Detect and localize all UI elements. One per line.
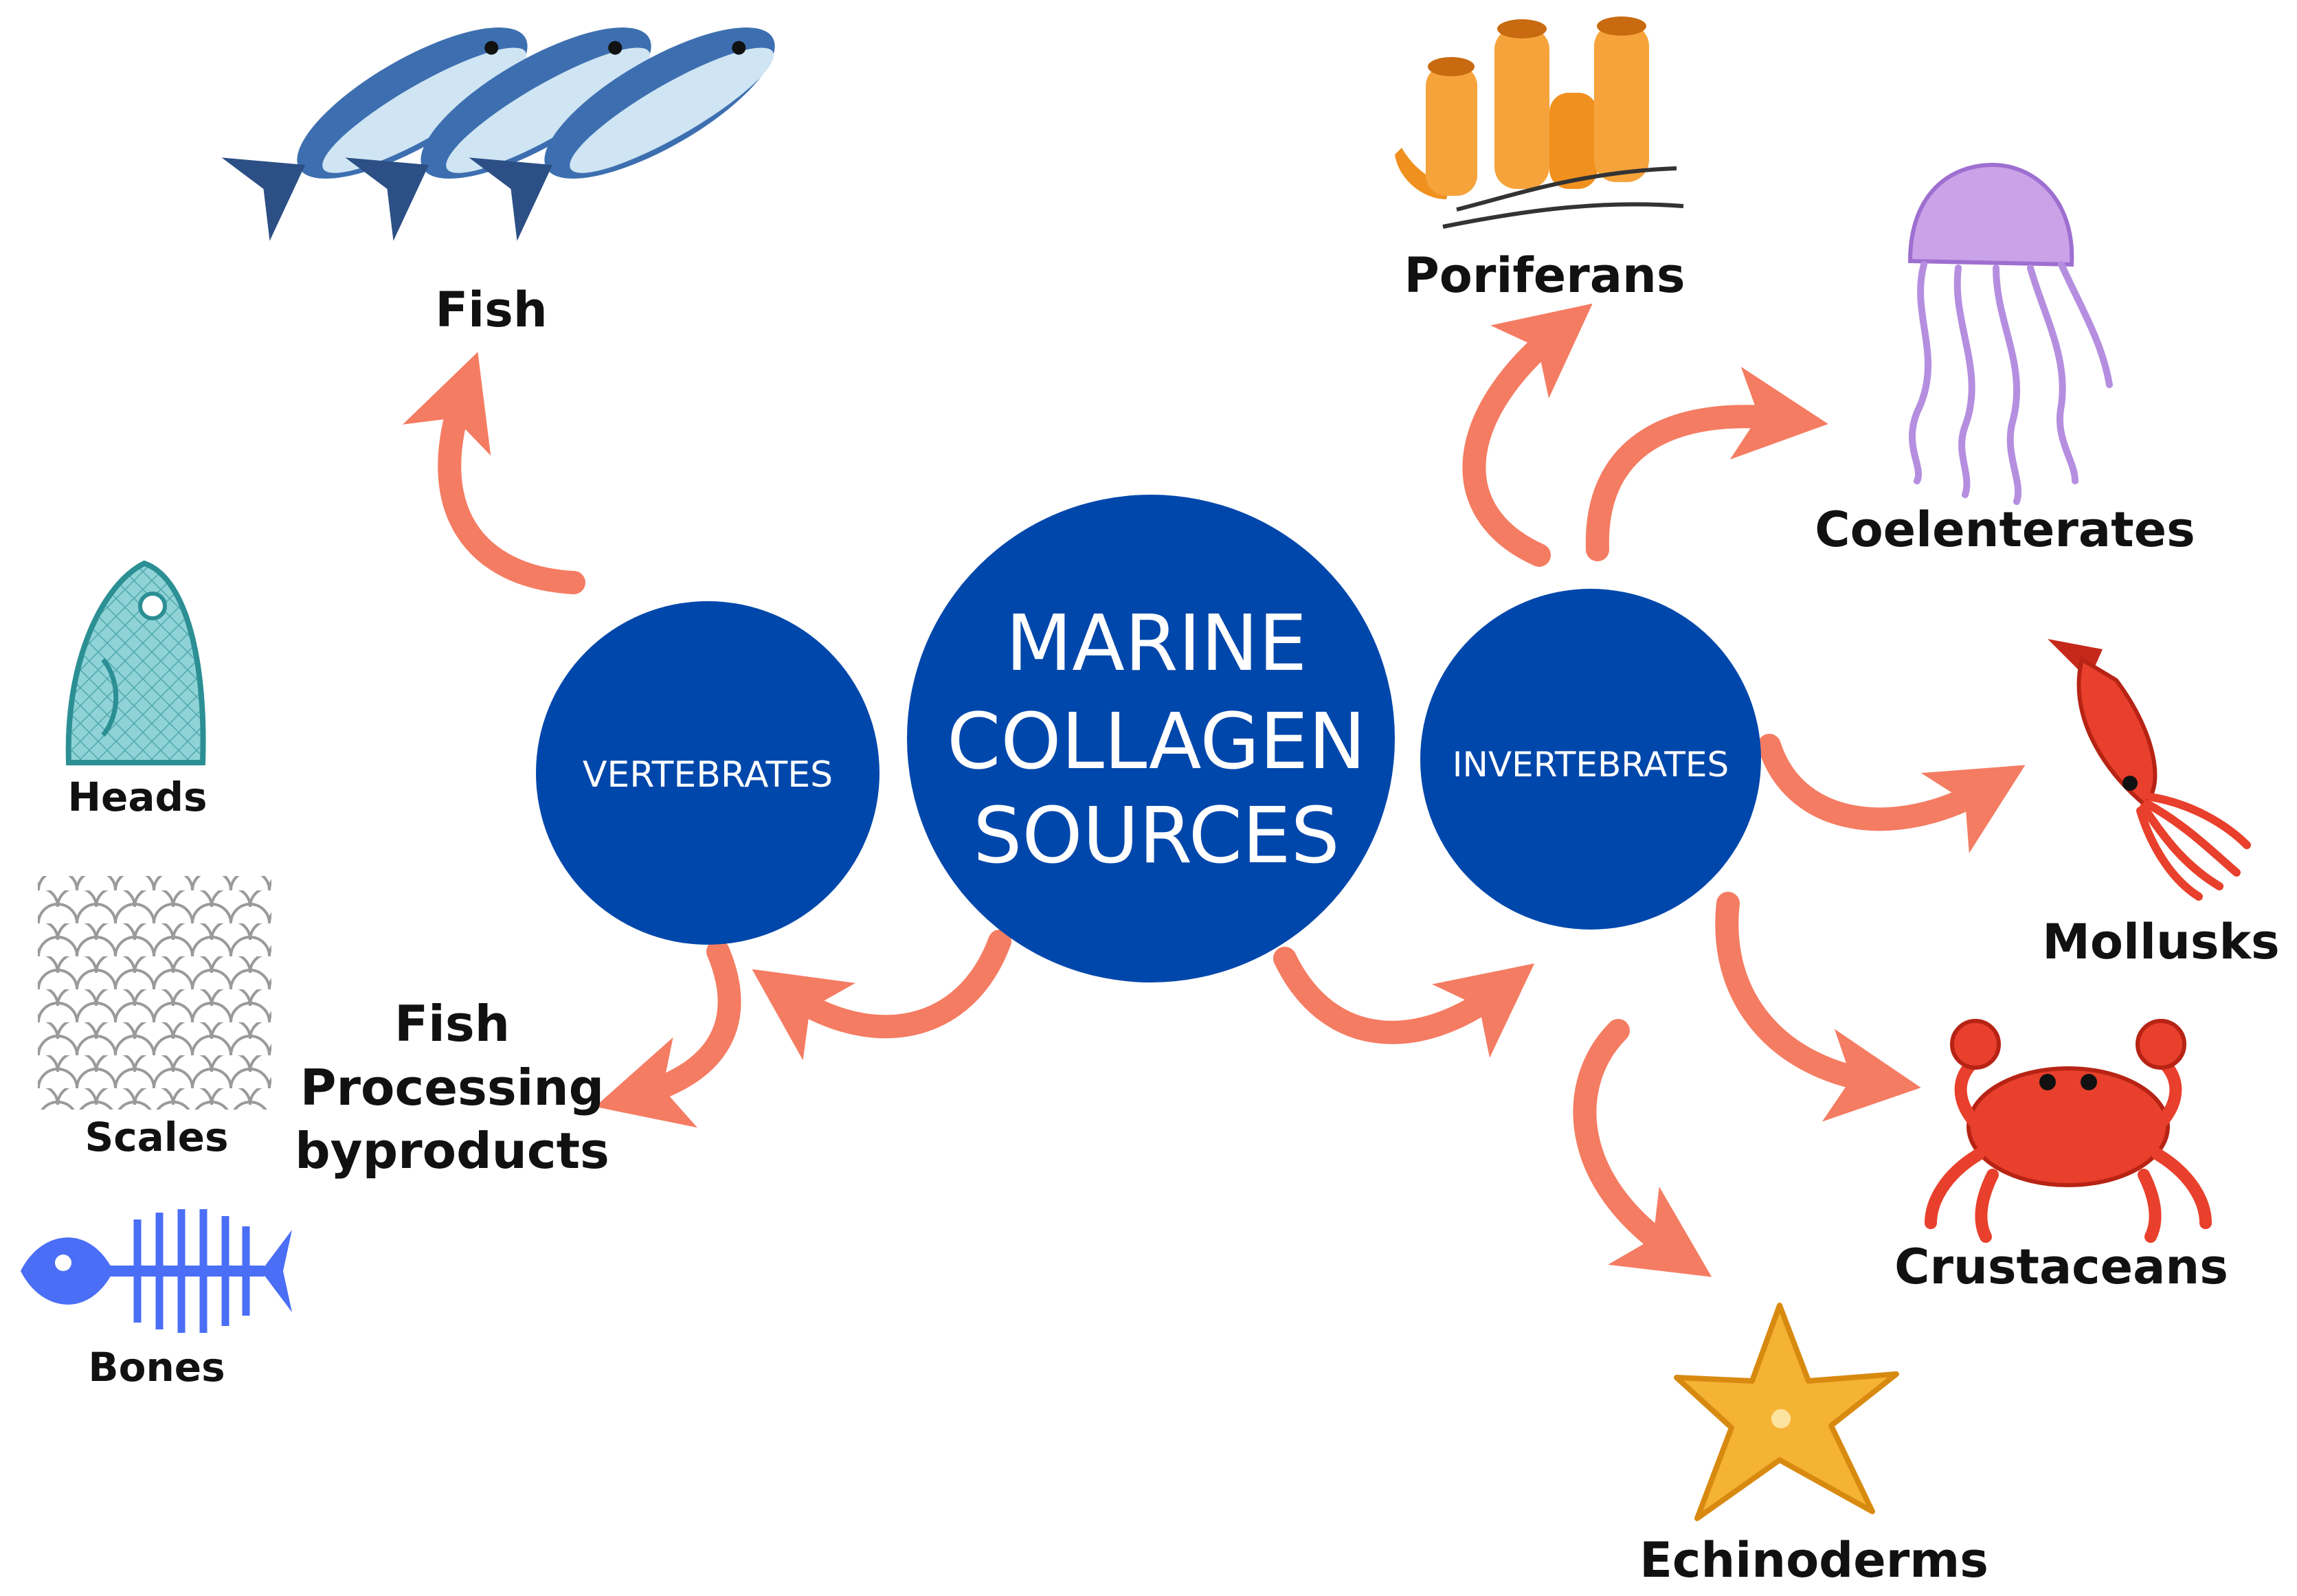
arrow-to-poriferans	[1462, 303, 1593, 567]
invertebrates-label: INVERTEBRATES	[1453, 745, 1729, 785]
center-title-line1: MARINE	[1006, 599, 1308, 688]
byproducts-line3: byproducts	[295, 1122, 609, 1180]
arrow-center-to-invertebrates	[1273, 947, 1535, 1058]
byproducts-label: Fish Processing byproducts	[295, 995, 609, 1180]
crab-icon	[1925, 1019, 2212, 1243]
arrow-to-mollusks	[1758, 734, 2026, 853]
fish-icon	[221, 27, 775, 241]
center-title-line2: COLLAGEN	[947, 697, 1366, 787]
squid-icon	[2048, 639, 2251, 901]
arrow-to-echinoderms	[1573, 1019, 1712, 1277]
arrow-to-fish	[403, 352, 585, 594]
arrow-center-to-vertebrates	[752, 930, 1011, 1061]
arrow-to-byproducts	[594, 940, 741, 1128]
byproducts-line2: Processing	[300, 1059, 604, 1116]
arrow-to-crustaceans	[1715, 892, 1921, 1122]
echinoderms-label: Echinoderms	[1639, 1532, 1988, 1588]
scales-label: Scales	[85, 1114, 228, 1160]
invertebrates-hub: INVERTEBRATES	[1420, 589, 1761, 930]
fish-head-icon	[65, 560, 206, 765]
vertebrates-hub: VERTEBRATES	[536, 601, 879, 945]
heads-label: Heads	[67, 774, 207, 820]
bones-label: Bones	[88, 1344, 225, 1391]
center-title-line3: SOURCES	[973, 791, 1340, 881]
arrow-to-coelenterates	[1585, 366, 1828, 561]
vertebrates-label: VERTEBRATES	[583, 754, 833, 796]
fish-label: Fish	[435, 282, 547, 338]
fish-scales-icon	[38, 876, 271, 1110]
byproducts-line1: Fish	[394, 995, 510, 1053]
starfish-icon	[1674, 1303, 1899, 1521]
poriferans-label: Poriferans	[1404, 247, 1685, 304]
crustaceans-label: Crustaceans	[1894, 1239, 2228, 1295]
center-hub: MARINE COLLAGEN SOURCES	[907, 495, 1395, 982]
jellyfish-icon	[1907, 162, 2113, 505]
coelenterates-label: Coelenterates	[1815, 502, 2195, 558]
fish-bones-icon	[21, 1209, 292, 1333]
mollusks-label: Mollusks	[2042, 914, 2279, 970]
arrows	[403, 303, 2026, 1277]
sponge-icon	[1395, 16, 1684, 229]
